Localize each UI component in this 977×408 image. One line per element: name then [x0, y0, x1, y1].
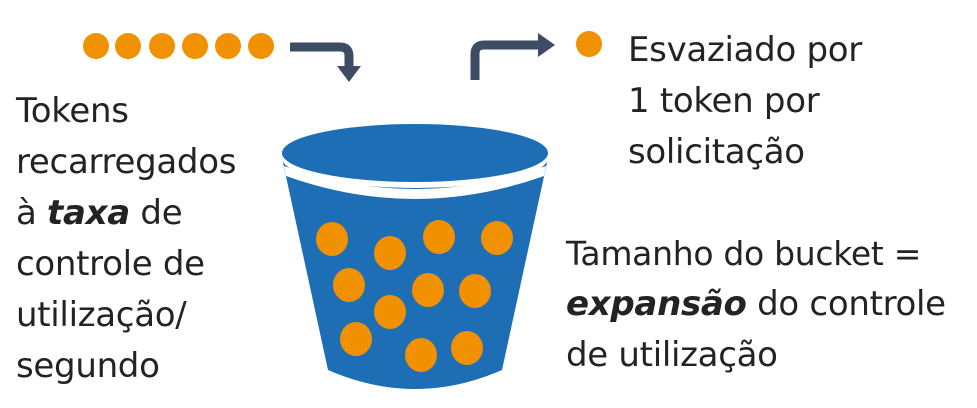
incoming-tokens: [83, 33, 274, 59]
refill-label-line: Tokens: [16, 91, 129, 131]
token-dot-icon: [412, 273, 444, 307]
token-dot-icon: [182, 33, 208, 59]
bucket-size-label: Tamanho do bucket = expansão do controle…: [566, 228, 946, 381]
refill-label-text: de: [129, 193, 183, 233]
token-dot-icon: [316, 222, 348, 256]
refill-label-line: segundo: [16, 346, 160, 386]
refill-label-line: à taxa de: [16, 188, 236, 239]
token-dot-icon: [333, 268, 365, 302]
burst-emphasis: expansão: [566, 284, 747, 324]
refill-label-text: à: [16, 193, 48, 233]
bucket-size-label-text: do controle: [746, 284, 946, 324]
arrow-up-right-icon: [470, 33, 555, 80]
token-dot-icon: [451, 331, 483, 365]
token-dot-icon: [340, 322, 372, 356]
bucket-tokens: [316, 220, 513, 372]
token-dot-icon: [115, 33, 141, 59]
arrow-down-right-icon: [290, 42, 361, 82]
token-dot-icon: [374, 295, 406, 329]
drain-label-line: Esvaziado por: [628, 30, 862, 70]
token-dot-icon: [149, 33, 175, 59]
bucket-size-label-line: de utilização: [566, 335, 778, 375]
token-dot-icon: [481, 221, 513, 255]
token-dot-icon: [215, 33, 241, 59]
drain-label-line: solicitação: [628, 132, 805, 172]
drain-label: Esvaziado por 1 token por solicitação: [628, 25, 862, 178]
bucket-size-label-line: Tamanho do bucket =: [566, 234, 922, 273]
drain-label-line: 1 token por: [628, 81, 820, 121]
token-dot-icon: [83, 33, 109, 59]
refill-label-line: recarregados: [16, 142, 237, 182]
token-dot-icon: [423, 220, 455, 254]
token-dot-icon: [248, 33, 274, 59]
rate-emphasis: taxa: [47, 193, 130, 233]
token-dot-icon: [459, 274, 491, 308]
refill-label-line: utilização/: [16, 295, 187, 335]
token-dot-icon: [374, 236, 406, 270]
refill-label-line: controle de: [16, 244, 205, 284]
bucket-size-label-line: expansão do controle: [566, 279, 946, 330]
refill-rate-label: Tokens recarregados à taxa de controle d…: [16, 86, 236, 392]
token-dot-icon: [576, 31, 602, 57]
token-dot-icon: [405, 338, 437, 372]
